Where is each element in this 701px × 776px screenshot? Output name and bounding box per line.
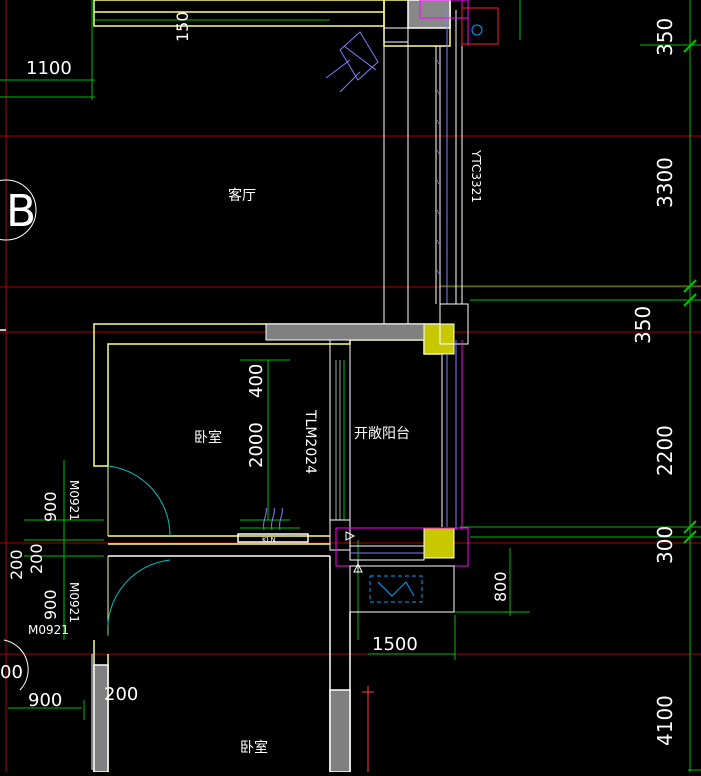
grid-bubble: B bbox=[0, 179, 37, 241]
column bbox=[423, 323, 455, 355]
label-window-right: YTC3321 bbox=[469, 149, 483, 203]
top-walls bbox=[93, 0, 451, 47]
label-door-upper: M0921 bbox=[67, 480, 81, 521]
dim-right-4: 2200 bbox=[653, 425, 677, 476]
dim-inner-800: 800 bbox=[491, 571, 510, 602]
concrete-beam bbox=[265, 323, 441, 341]
dim-left-200-a: 200 bbox=[27, 543, 46, 574]
wall-hatch bbox=[436, 59, 440, 275]
column bbox=[423, 527, 455, 559]
room-label-bedroom-upper: 卧室 bbox=[194, 429, 222, 446]
vent-arrows bbox=[240, 507, 300, 531]
dim-inner-2000: 2000 bbox=[246, 422, 267, 468]
lower-walls bbox=[0, 329, 351, 773]
cursor-cross bbox=[362, 686, 374, 772]
label-door-lower: M0921 bbox=[67, 582, 81, 623]
column-marker bbox=[461, 7, 499, 45]
vent-symbol bbox=[325, 31, 379, 93]
dim-inner-1500: 1500 bbox=[372, 634, 418, 655]
ac-unit bbox=[369, 575, 423, 603]
dimension-ticks bbox=[683, 39, 697, 544]
label-sliding-door: TLM2024 bbox=[302, 409, 318, 474]
room-label-bedroom-lower: 卧室 bbox=[240, 739, 268, 756]
dim-right-1: 350 bbox=[653, 18, 677, 56]
dim-left-200-b: 200 bbox=[7, 549, 26, 580]
dim-left-900-b: 900 bbox=[41, 589, 60, 620]
dim-inner-400: 400 bbox=[246, 364, 267, 398]
bedroom-bottom-wall bbox=[108, 533, 330, 557]
dim-left-900-a: 900 bbox=[41, 491, 60, 522]
dim-right-3: 350 bbox=[631, 306, 655, 344]
dim-left-150: 150 bbox=[173, 11, 192, 42]
door-swings bbox=[3, 465, 171, 770]
grid-bubble-label: B bbox=[6, 186, 36, 237]
label-door-side: M0921 bbox=[28, 623, 69, 637]
dim-right-2: 3300 bbox=[653, 157, 677, 208]
bedroom-balcony-wall bbox=[329, 340, 463, 530]
column-circle bbox=[471, 24, 483, 36]
room-label-living: 客厅 bbox=[228, 187, 256, 204]
dim-left-200-c: 200 bbox=[104, 684, 138, 705]
living-bedroom-wall bbox=[93, 303, 469, 467]
dim-left-900-c: 900 bbox=[28, 690, 62, 711]
room-label-balcony: 开敞阳台 bbox=[354, 426, 410, 442]
label-small-tag: KLN bbox=[262, 536, 276, 544]
dim-left-1100: 1100 bbox=[26, 58, 72, 79]
dim-right-6: 4100 bbox=[653, 695, 677, 746]
balcony-bottom-wall bbox=[329, 519, 469, 613]
dim-right-5: 300 bbox=[653, 526, 677, 564]
balcony-walls bbox=[383, 10, 463, 324]
dim-left-partial: 00 bbox=[0, 662, 23, 683]
